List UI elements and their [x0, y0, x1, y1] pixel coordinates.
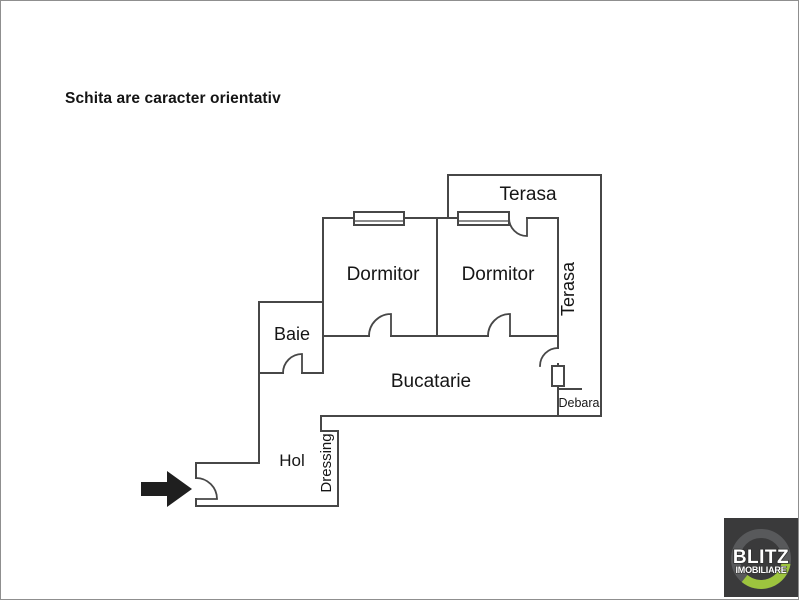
debara-door-frame-icon	[551, 365, 565, 387]
blitz-logo: BLITZ IMOBILIARE	[724, 518, 798, 597]
outer-walls	[195, 174, 602, 507]
windows	[353, 211, 565, 387]
room-label-hol: Hol	[279, 451, 305, 470]
logo-subtitle-text: IMOBILIARE	[736, 565, 787, 575]
disclaimer-text: Schita are caracter orientativ	[65, 90, 281, 107]
room-label-debara: Debara	[559, 396, 600, 410]
walls	[195, 174, 602, 507]
logo-ring-green-arc-icon	[741, 562, 791, 589]
entrance-arrow-icon	[141, 471, 192, 507]
door-entrance-icon	[195, 477, 218, 500]
room-label-dormitor-right: Dormitor	[462, 264, 536, 285]
door-dormitor-right-icon	[487, 313, 511, 337]
room-label-dormitor-left: Dormitor	[347, 264, 421, 285]
logo-brand-text: BLITZ	[733, 547, 789, 568]
door-terasa-dormitor-right-icon	[508, 217, 528, 237]
room-label-baie: Baie	[274, 324, 310, 344]
window-dormitor-right-icon	[457, 211, 510, 226]
door-baie-icon	[282, 353, 303, 374]
room-label-dressing: Dressing	[318, 433, 335, 492]
inner-walls	[258, 217, 582, 417]
room-label-terasa-top: Terasa	[499, 184, 556, 205]
room-labels: Terasa Dormitor Dormitor Terasa Baie Buc…	[274, 184, 600, 493]
room-label-terasa-right: Terasa	[558, 261, 578, 316]
room-label-bucatarie: Bucatarie	[391, 371, 471, 392]
window-dormitor-left-icon	[353, 211, 405, 226]
blitz-logo-svg: BLITZ IMOBILIARE	[731, 529, 791, 589]
door-bucatarie-terasa-icon	[539, 347, 559, 367]
door-dormitor-left-icon	[368, 313, 392, 337]
doors	[195, 217, 559, 500]
